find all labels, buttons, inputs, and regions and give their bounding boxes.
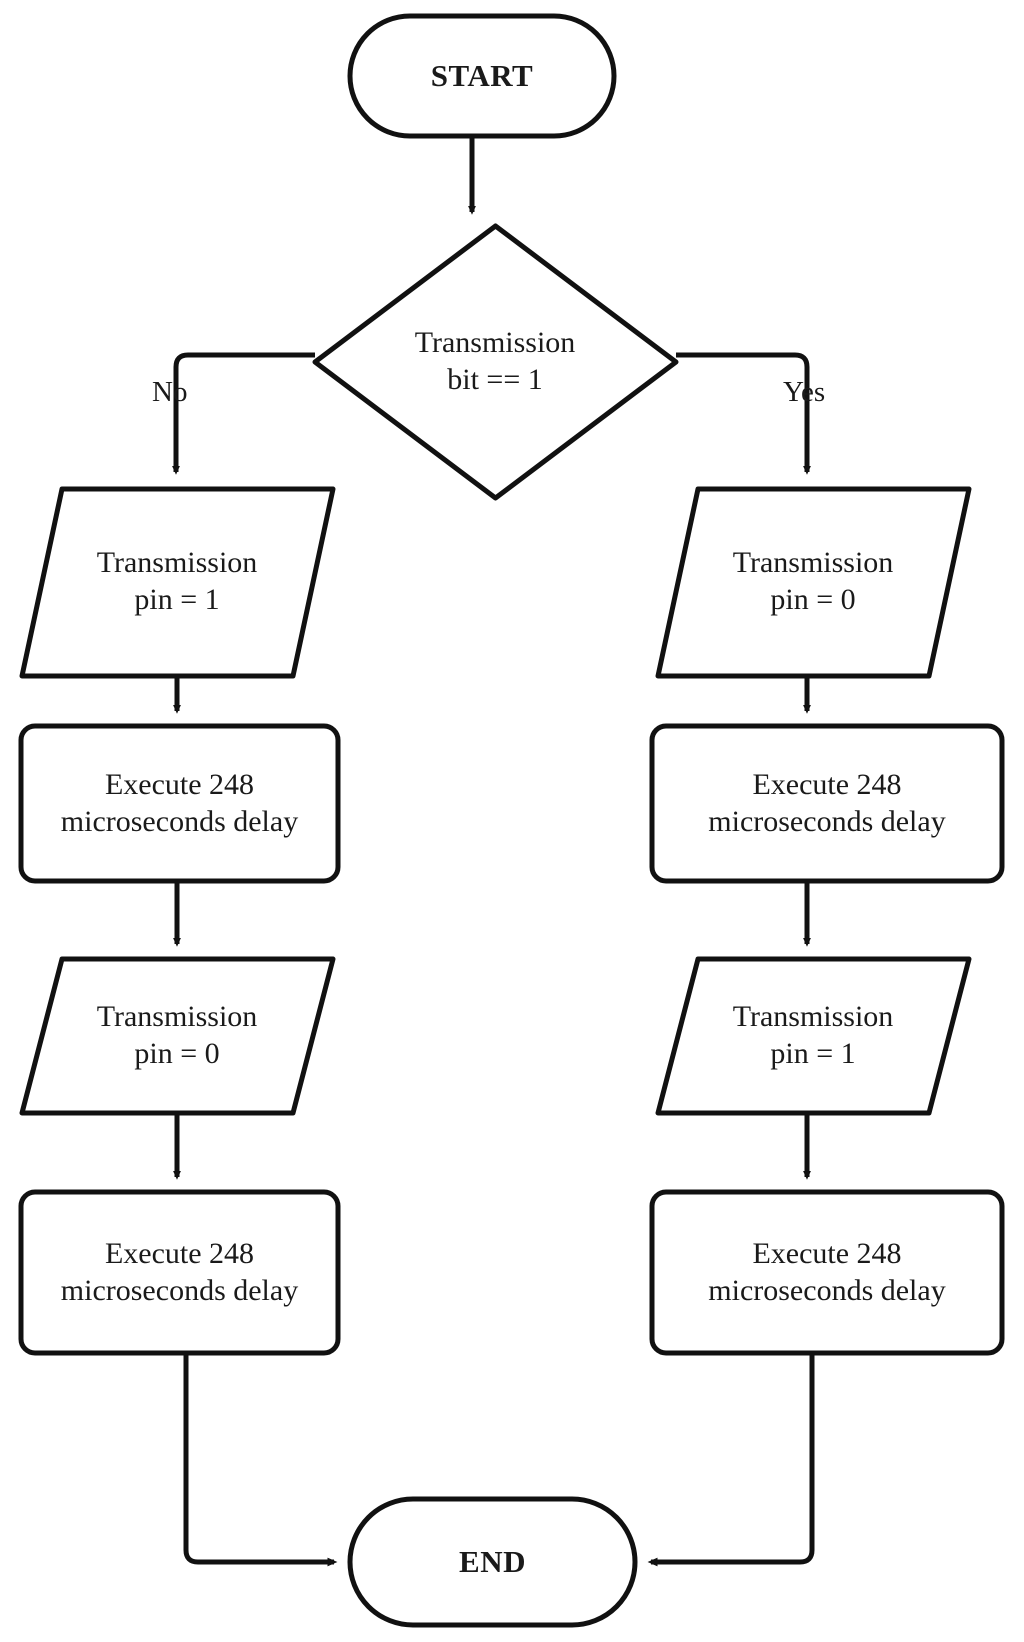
edge-left-process-2-to-end (183, 1353, 338, 1567)
right-io-2-shape (655, 956, 972, 1116)
right-process-1-shape (649, 723, 1005, 884)
right-io-1-shape (655, 486, 972, 679)
edge-label-no: No (152, 376, 188, 408)
edge-decision-to-right-io-1 (676, 352, 811, 475)
left-io-1-shape (19, 486, 336, 679)
edge-decision-to-left-io-1 (172, 352, 315, 475)
start-node-shape (347, 13, 617, 139)
left-process-2-shape (18, 1189, 341, 1356)
right-process-2-shape (649, 1189, 1005, 1356)
edge-right-process-2-to-end (647, 1353, 815, 1567)
left-process-1-shape (18, 723, 341, 884)
edge-label-yes: Yes (783, 376, 826, 408)
decision-node-shape (312, 223, 679, 501)
left-io-2-shape (19, 956, 336, 1116)
end-node-shape (347, 1496, 638, 1628)
